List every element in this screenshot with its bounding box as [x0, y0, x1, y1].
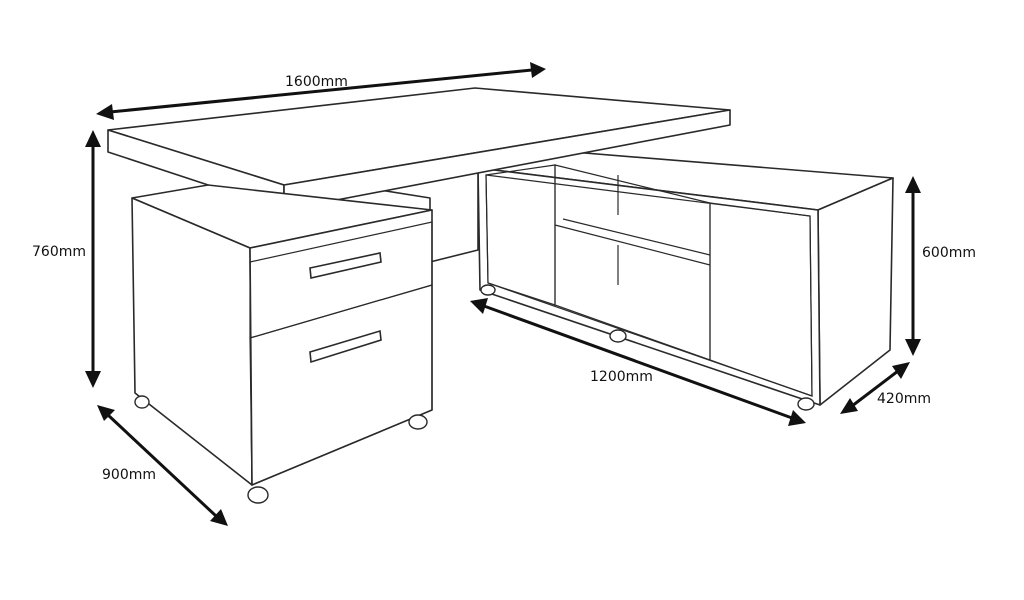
- return-cabinet: [477, 149, 894, 411]
- dim-arrow-1600: [96, 62, 546, 120]
- caster: [797, 397, 815, 411]
- dim-arrow-420: [840, 362, 910, 414]
- label-length-return: 1200mm: [590, 369, 653, 385]
- label-height-desk: 760mm: [32, 244, 86, 260]
- label-height-return: 600mm: [922, 245, 976, 261]
- caster: [480, 284, 496, 296]
- drawer-handle: [309, 329, 382, 364]
- caster: [247, 486, 269, 504]
- label-depth-return: 420mm: [877, 391, 931, 407]
- dim-arrow-1200: [470, 298, 806, 426]
- caster: [609, 329, 627, 343]
- dim-arrow-900: [97, 405, 228, 526]
- caster: [134, 395, 150, 409]
- pedestal: [131, 184, 433, 504]
- label-width-top: 1600mm: [285, 74, 348, 90]
- dim-arrow-600: [905, 176, 921, 356]
- drawer-handle: [309, 252, 382, 279]
- dim-arrow-760: [85, 130, 101, 388]
- caster: [408, 414, 428, 430]
- label-depth-pedestal: 900mm: [102, 467, 156, 483]
